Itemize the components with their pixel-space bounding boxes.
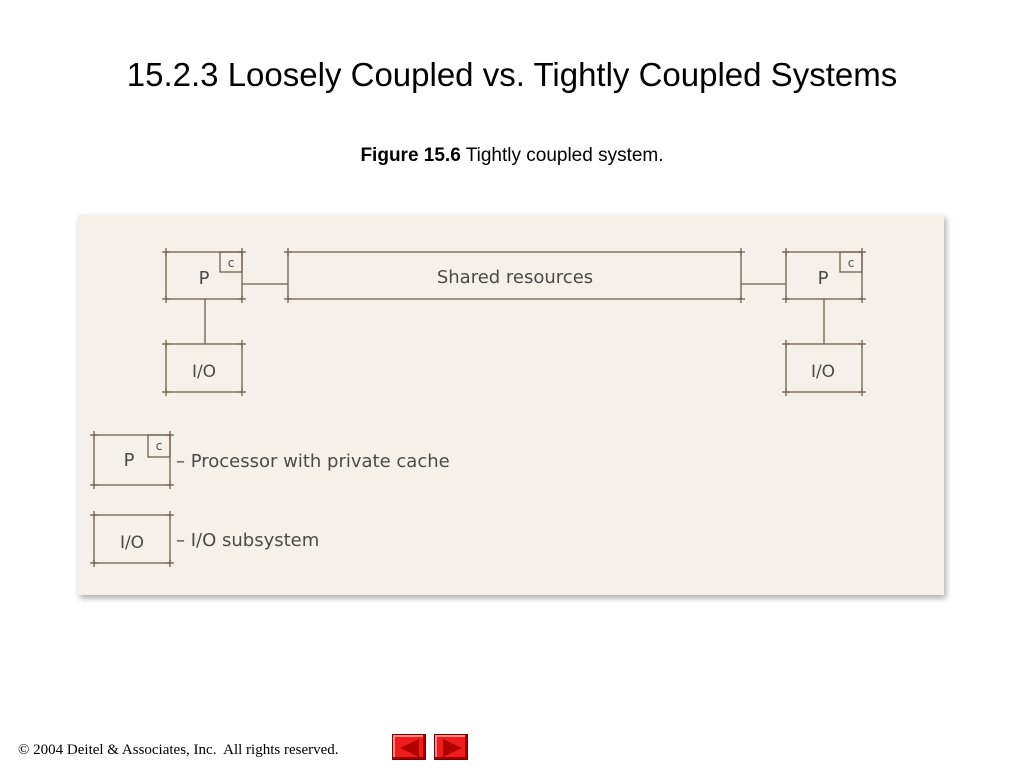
right-cache-box [839, 251, 863, 273]
legend-io-box [93, 514, 171, 564]
copyright-text: 2004 Deitel & Associates, Inc. All right… [29, 742, 339, 758]
left-io-label: I/O [192, 362, 216, 382]
legend-processor-box [93, 434, 171, 486]
legend-cache-box [147, 434, 171, 458]
figure-panel: P c Shared resources P c I/O I/O P c – P… [78, 215, 944, 595]
left-cache-box [219, 251, 243, 273]
shared-resources-box [287, 251, 742, 300]
next-slide-button[interactable] [434, 734, 468, 760]
right-io-box [785, 343, 863, 393]
copyright-symbol: © [18, 742, 30, 758]
left-processor-box [165, 251, 243, 300]
right-cache-label: c [848, 256, 855, 270]
legend-processor-symbol: P [124, 450, 135, 471]
left-cache-label: c [228, 256, 235, 270]
legend-io-text: – I/O subsystem [176, 530, 319, 551]
previous-slide-button[interactable] [392, 734, 426, 760]
right-io-label: I/O [811, 362, 835, 382]
figure-number: Figure 15.6 [360, 145, 461, 166]
legend-io-symbol: I/O [120, 533, 144, 553]
shared-resources-label: Shared resources [437, 267, 593, 288]
legend-cache-symbol: c [156, 439, 163, 453]
tightly-coupled-diagram: P c Shared resources P c I/O I/O P c – P… [90, 248, 866, 567]
arrow-right-icon [443, 739, 462, 757]
slide-title: 15.2.3 Loosely Coupled vs. Tightly Coupl… [126, 56, 898, 93]
arrow-left-icon [400, 739, 419, 757]
figure-caption-text: Tightly coupled system. [460, 145, 664, 166]
figure-caption: Figure 15.6 Tightly coupled system. [0, 145, 1024, 167]
right-processor-label: P [818, 268, 829, 289]
left-io-box [165, 343, 243, 393]
left-processor-label: P [199, 268, 210, 289]
copyright-footer: © 2004 Deitel & Associates, Inc. All rig… [18, 742, 339, 759]
legend-processor-text: – Processor with private cache [176, 451, 450, 472]
